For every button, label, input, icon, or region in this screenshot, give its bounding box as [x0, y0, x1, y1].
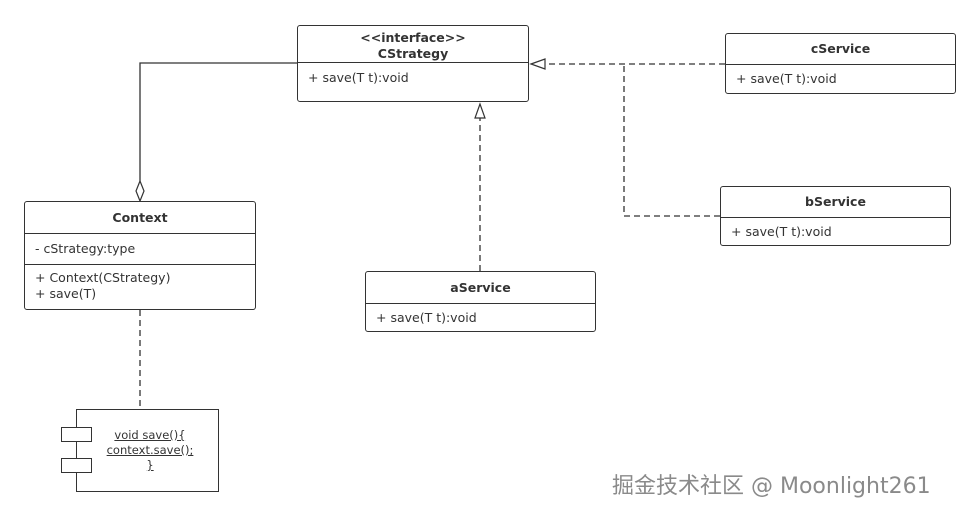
- aservice-header: aService: [366, 272, 595, 304]
- aservice-class: aService + save(T t):void: [365, 271, 596, 332]
- bservice-method: + save(T t):void: [731, 224, 832, 239]
- cservice-methods: + save(T t):void: [726, 65, 955, 87]
- context-method: + save(T): [35, 286, 97, 301]
- realization-bservice-line: [623, 64, 720, 217]
- note-tab-bottom: [61, 458, 92, 473]
- note-line: context.save();: [106, 443, 194, 457]
- context-name: Context: [112, 210, 168, 225]
- realization-aservice-arrow: [474, 102, 486, 119]
- context-method: + Context(CStrategy): [35, 270, 171, 285]
- aggregation-line: [139, 62, 297, 181]
- bservice-name: bService: [805, 194, 866, 209]
- cstrategy-name: CStrategy: [377, 46, 449, 61]
- context-class: Context - cStrategy:type + Context(CStra…: [24, 201, 256, 310]
- cservice-name: cService: [810, 41, 871, 56]
- watermark: 掘金技术社区 @ Moonlight261: [612, 474, 931, 499]
- note-line: void save(){: [114, 428, 186, 442]
- realization-arrow-head: [529, 58, 546, 70]
- cservice-method: + save(T t):void: [736, 71, 837, 86]
- note-box: [76, 409, 219, 492]
- context-attributes: - cStrategy:type: [25, 234, 255, 264]
- bservice-header: bService: [721, 187, 950, 218]
- bservice-class: bService + save(T t):void: [720, 186, 951, 246]
- cservice-header: cService: [726, 34, 955, 65]
- cservice-class: cService + save(T t):void: [725, 33, 956, 94]
- note-tab-top: [61, 427, 92, 442]
- cstrategy-methods: + save(T t):void: [298, 63, 528, 86]
- cstrategy-interface: <<interface>> CStrategy + save(T t):void: [297, 25, 529, 102]
- note-text: void save(){ context.save(); }: [88, 428, 212, 473]
- aservice-method: + save(T t):void: [376, 310, 477, 325]
- cstrategy-header: <<interface>> CStrategy: [298, 26, 528, 63]
- context-methods: + Context(CStrategy) + save(T): [25, 264, 255, 302]
- aservice-name: aService: [450, 280, 511, 295]
- cstrategy-stereotype: <<interface>>: [360, 30, 466, 45]
- context-header: Context: [25, 202, 255, 234]
- bservice-methods: + save(T t):void: [721, 218, 950, 240]
- aservice-methods: + save(T t):void: [366, 304, 595, 326]
- aggregation-diamond: [135, 179, 145, 203]
- cstrategy-method: + save(T t):void: [308, 70, 409, 85]
- note-line: }: [146, 458, 154, 472]
- context-attribute: - cStrategy:type: [35, 241, 136, 256]
